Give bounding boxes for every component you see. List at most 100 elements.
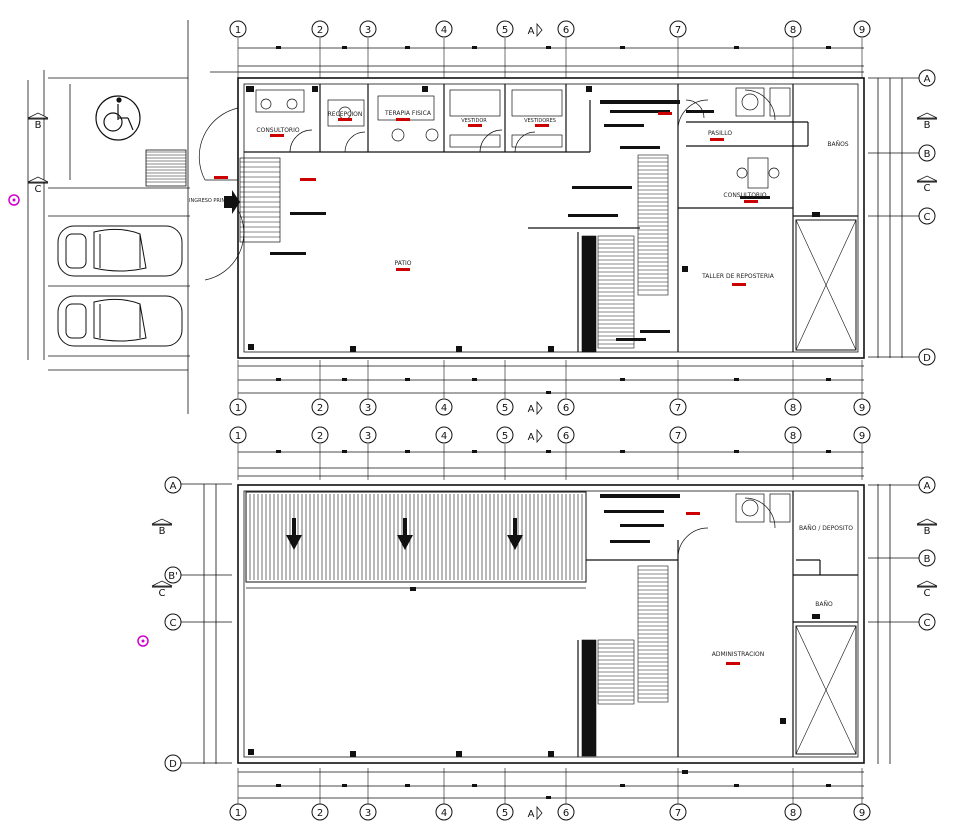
svg-text:6: 6 xyxy=(563,808,569,819)
section-markers-bottom-left: B C xyxy=(151,518,173,599)
svg-text:7: 7 xyxy=(675,431,681,442)
room-label-terapia-fisica: TERAPIA FISICA xyxy=(384,110,432,117)
svg-text:C: C xyxy=(924,183,931,194)
column-bubble-1: 1 xyxy=(229,803,247,821)
room-label-patio: PATIO xyxy=(394,260,411,267)
room-label-vestidores: VESTIDORES xyxy=(524,118,556,124)
column-bubble-2: 2 xyxy=(311,398,329,416)
column-bubble-5: 5 xyxy=(496,803,514,821)
row-bubble-d: D xyxy=(918,348,936,366)
column-bubble-8: 8 xyxy=(784,803,802,821)
section-marker-a-top: A xyxy=(528,22,543,38)
void-shaft-bottom xyxy=(795,625,857,755)
svg-text:3: 3 xyxy=(365,403,371,414)
wall-fragments-bottom xyxy=(248,494,820,774)
svg-text:5: 5 xyxy=(502,403,508,414)
svg-text:D: D xyxy=(169,759,177,770)
svg-text:7: 7 xyxy=(675,403,681,414)
svg-text:D: D xyxy=(923,353,931,364)
svg-text:B: B xyxy=(924,554,931,565)
arrow-down-icon xyxy=(507,518,523,550)
row-dimension-lines-bottom-right xyxy=(868,484,920,764)
svg-text:1: 1 xyxy=(235,808,241,819)
row-bubble-b: B xyxy=(918,144,936,162)
grid-ticks-top xyxy=(237,38,863,398)
room-label-administracion: ADMINISTRACION xyxy=(712,651,765,658)
column-bubble-6: 6 xyxy=(557,803,575,821)
entry-arrow-icon xyxy=(224,190,240,214)
room-labels-top: CONSULTORIO RECEPCION TERAPIA FISICA VES… xyxy=(189,110,849,280)
column-bubble-6: 6 xyxy=(557,20,575,38)
svg-text:9: 9 xyxy=(859,403,865,414)
svg-text:5: 5 xyxy=(502,808,508,819)
roof-hatch xyxy=(249,494,583,580)
svg-text:9: 9 xyxy=(859,431,865,442)
column-bubble-5: 5 xyxy=(496,426,514,444)
svg-text:A: A xyxy=(924,481,931,492)
arrow-down-icon xyxy=(286,518,302,550)
svg-text:6: 6 xyxy=(563,403,569,414)
column-bubble-3: 3 xyxy=(359,398,377,416)
void-shaft-top xyxy=(795,219,857,351)
room-label-recepcion: RECEPCION xyxy=(328,111,363,118)
column-bubble-8: 8 xyxy=(784,20,802,38)
column-bubble-3: 3 xyxy=(359,426,377,444)
north-arrow-icon xyxy=(8,194,20,206)
svg-text:4: 4 xyxy=(441,403,447,414)
section-marker-a-top-lower: A xyxy=(528,400,543,416)
room-label-vestidor: VESTIDOR xyxy=(461,118,487,124)
svg-text:8: 8 xyxy=(790,808,796,819)
door-swings-top xyxy=(198,89,776,281)
row-bubble-a: A xyxy=(164,476,182,494)
svg-text:7: 7 xyxy=(675,808,681,819)
column-bubble-7: 7 xyxy=(669,20,687,38)
bottom-column-bubbles-lower: 1 2 3 4 5 6 7 8 9 xyxy=(229,803,871,821)
row-dimension-lines-top xyxy=(868,77,920,358)
svg-text:3: 3 xyxy=(365,25,371,36)
svg-text:5: 5 xyxy=(502,25,508,36)
room-label-consultorio-2: CONSULTORIO xyxy=(723,192,766,199)
room-label-ingreso: INGRESO PRINCIPAL xyxy=(189,198,239,204)
svg-text:A: A xyxy=(924,74,931,85)
column-bubble-5: 5 xyxy=(496,20,514,38)
furniture-top xyxy=(255,87,791,189)
svg-text:8: 8 xyxy=(790,431,796,442)
room-label-bano-deposito: BAÑO / DEPOSITO xyxy=(799,525,853,532)
svg-text:C: C xyxy=(924,212,931,223)
svg-text:7: 7 xyxy=(675,25,681,36)
svg-text:9: 9 xyxy=(859,25,865,36)
dimension-marks-bottom xyxy=(276,450,831,799)
svg-text:9: 9 xyxy=(859,808,865,819)
section-markers-bottom-right: B C xyxy=(916,518,938,599)
column-bubble-2: 2 xyxy=(311,803,329,821)
svg-text:A: A xyxy=(528,26,535,37)
svg-text:1: 1 xyxy=(235,403,241,414)
room-labels-bottom: BAÑO / DEPOSITO BAÑO ADMINISTRACION xyxy=(712,525,854,658)
room-partitions-top xyxy=(244,84,858,352)
level-tags-top xyxy=(214,112,758,286)
entry-stairs xyxy=(239,157,281,243)
column-bubble-9: 9 xyxy=(853,803,871,821)
column-bubble-1: 1 xyxy=(229,20,247,38)
column-bubble-4: 4 xyxy=(435,803,453,821)
column-bubble-9: 9 xyxy=(853,398,871,416)
svg-text:6: 6 xyxy=(563,25,569,36)
svg-text:4: 4 xyxy=(441,25,447,36)
row-bubble-c: C xyxy=(164,613,182,631)
slope-arrows xyxy=(286,518,523,550)
svg-text:B: B xyxy=(924,149,931,160)
column-bubble-7: 7 xyxy=(669,426,687,444)
column-bubble-9: 9 xyxy=(853,20,871,38)
row-bubble-b-prime: B' xyxy=(164,566,182,584)
svg-text:B: B xyxy=(159,526,166,537)
stairs-top xyxy=(581,154,669,353)
section-marker-a-bottom: A xyxy=(528,428,543,444)
row-dimension-lines-bottom-left xyxy=(180,483,232,764)
column-bubble-3: 3 xyxy=(359,803,377,821)
svg-text:C: C xyxy=(924,618,931,629)
car-icon xyxy=(57,295,183,347)
svg-text:2: 2 xyxy=(317,808,323,819)
svg-text:2: 2 xyxy=(317,431,323,442)
column-bubble-4: 4 xyxy=(435,20,453,38)
room-label-consultorio-1: CONSULTORIO xyxy=(256,127,299,134)
